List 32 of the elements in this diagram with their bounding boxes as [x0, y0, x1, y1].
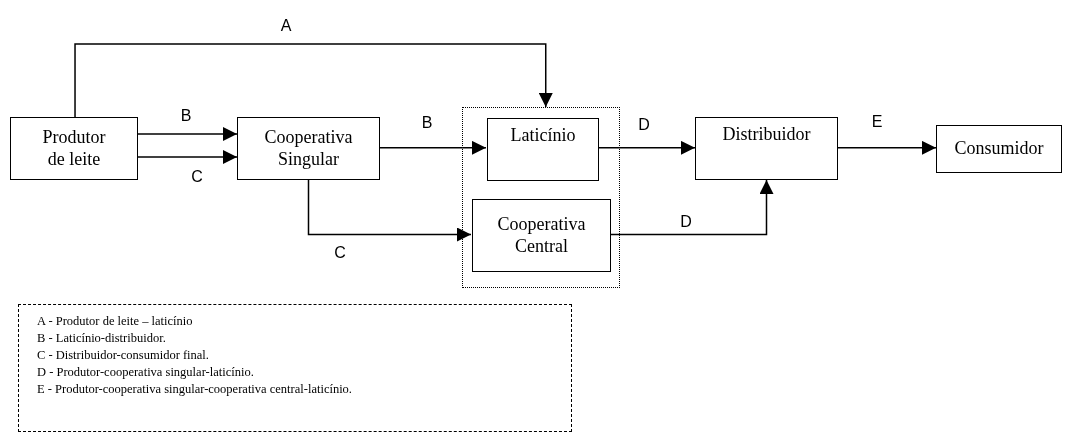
group-box: [462, 107, 620, 288]
edge-label: C: [189, 169, 205, 185]
key-box: [18, 304, 572, 432]
key-text: E - Produtor-cooperativa singular-cooperativa central-laticínio.: [37, 380, 352, 398]
node-label: Consumidor: [954, 138, 1044, 160]
process-box: [472, 199, 611, 272]
edge-label: C: [332, 245, 348, 261]
arrow: [379, 140, 487, 155]
node-label: Cooperativa Singular: [263, 126, 354, 171]
process-box: [237, 117, 380, 180]
arrow: [609, 179, 774, 236]
arrow: [74, 43, 553, 118]
arrow: [307, 179, 472, 242]
process-box: [936, 125, 1062, 173]
arrow: [837, 140, 937, 155]
edge-label: D: [678, 214, 694, 230]
process-box: [695, 117, 838, 180]
arrow: [137, 127, 238, 141]
process-box: [487, 118, 599, 181]
key-text: B - Laticínio-distribuidor.: [37, 329, 166, 347]
node-label: Distribuidor: [722, 124, 811, 146]
process-box: [10, 117, 138, 180]
node-label: Laticínio: [510, 125, 576, 147]
node-label: Produtor de leite: [41, 126, 107, 171]
node-label: Cooperativa Central: [496, 213, 587, 258]
edge-label: A: [278, 18, 294, 34]
key-text: A - Produtor de leite – laticínio: [37, 313, 193, 330]
edge-label: D: [636, 117, 652, 133]
arrow: [137, 150, 238, 164]
arrow: [597, 140, 696, 155]
key-text: D - Produtor-cooperativa singular-laticínio.: [37, 363, 254, 381]
key-text: C - Distribuidor-consumidor final.: [37, 346, 209, 364]
